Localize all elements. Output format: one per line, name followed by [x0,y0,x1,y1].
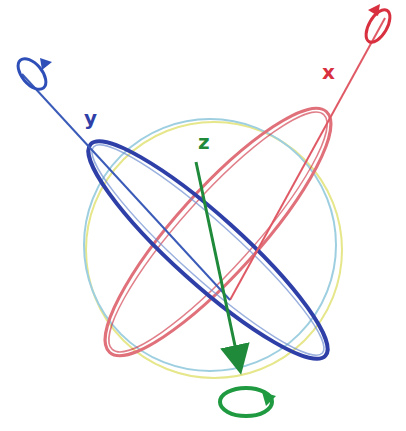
y-great-circle [75,126,341,374]
z-axis [196,162,238,360]
sphere-outline [84,119,336,371]
y-rotation-arrow [13,54,51,94]
x-axis-label: x [322,62,335,82]
y-axis-label: y [84,108,97,128]
y-great-circle [68,119,348,381]
x-great-circle [86,90,351,373]
x-axis [230,18,385,300]
z-rotation-arrowhead [262,392,276,406]
x-great-circle [78,84,357,381]
y-rotation-arrowhead [40,58,52,70]
x-rotation-arrowhead [368,4,380,16]
z-axis-label: z [198,132,210,152]
z-rotation-arrow [220,388,272,416]
y-axis [22,74,230,300]
